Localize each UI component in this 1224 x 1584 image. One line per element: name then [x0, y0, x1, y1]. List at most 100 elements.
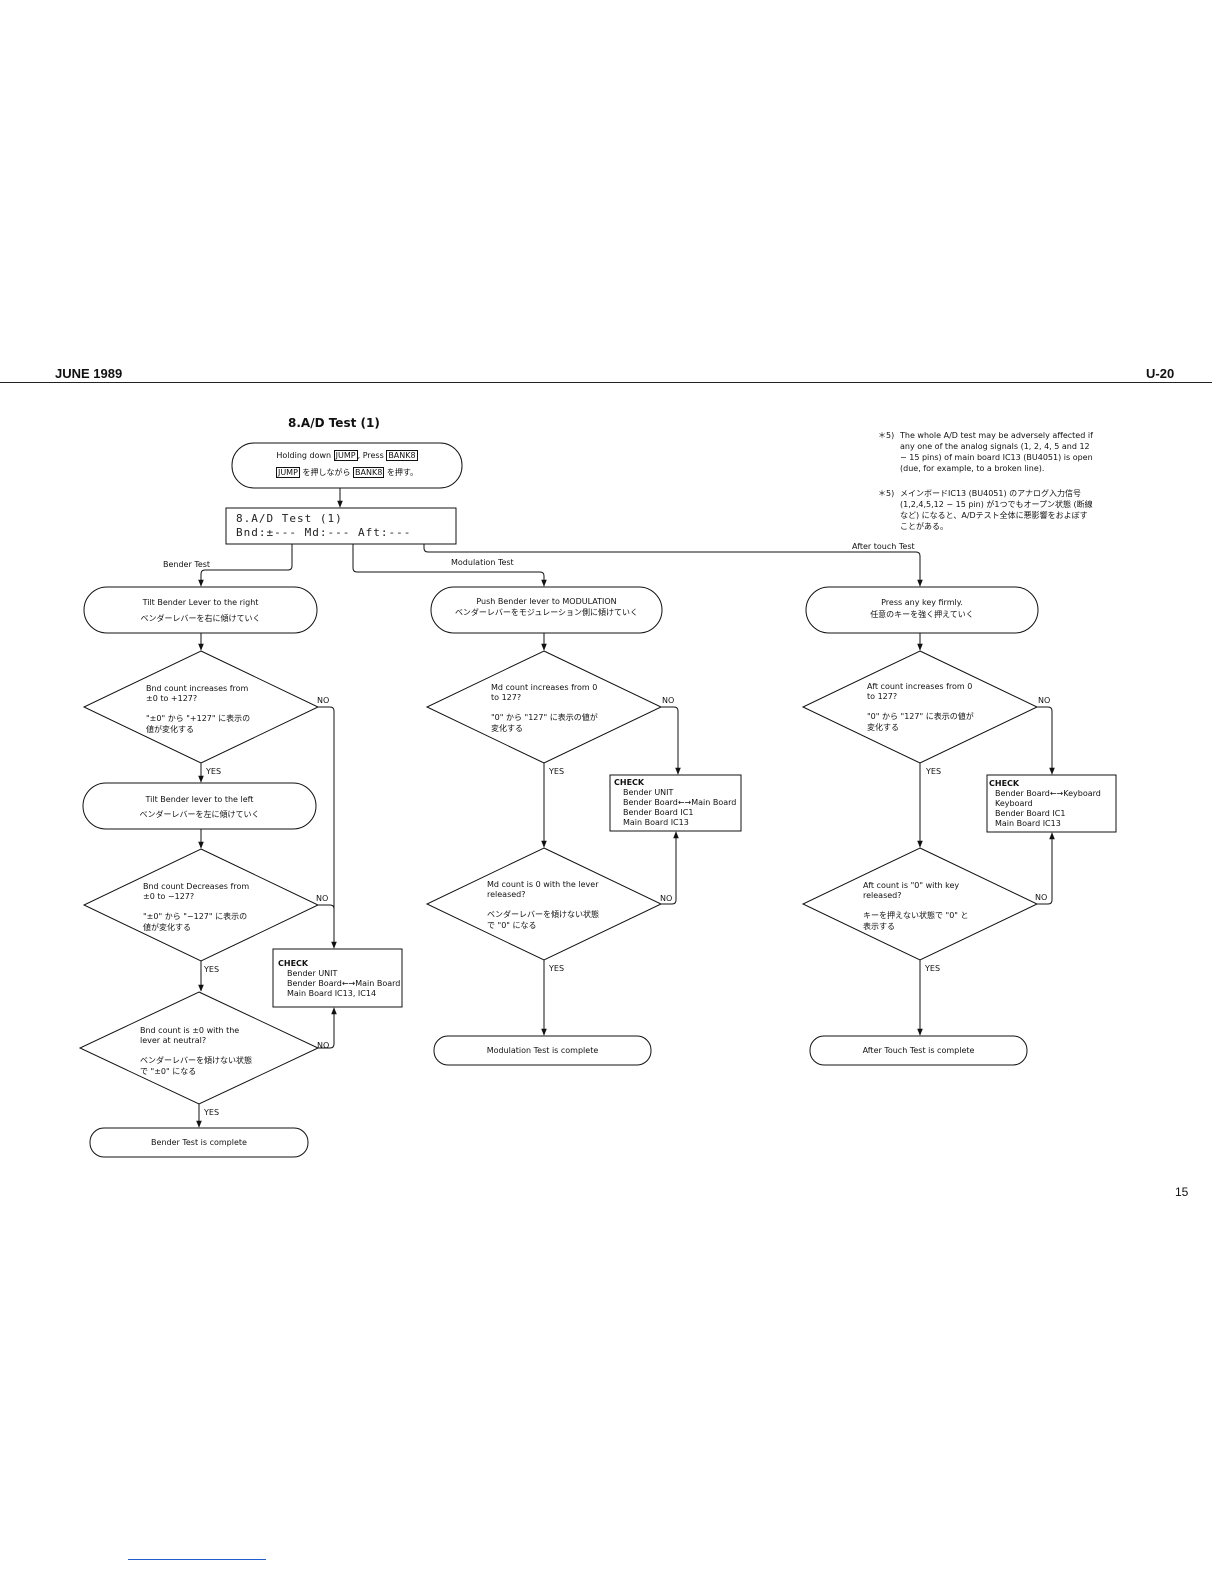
bender-tilt-right-ja: ベンダーレバーを右に傾けていく — [140, 614, 261, 623]
mod-yes-2: YES — [549, 964, 565, 973]
bender-q1-en1: Bnd count increases from — [146, 684, 249, 693]
mod-check-item: Bender UNIT — [623, 788, 674, 797]
header-model: U-20 — [1146, 366, 1175, 381]
note-ja: ＊5)メインボードIC13 (BU4051) のアナログ入力信号 (1,2,4,… — [878, 489, 1093, 531]
aft-q2-diamond — [801, 847, 1039, 961]
aft-q2-ja1: キーを押えない状態で "0" と — [863, 911, 969, 920]
aft-press-en: Press any key firmly. — [881, 598, 963, 607]
mod-q2-ja2: で "0" になる — [487, 921, 537, 930]
bender-no-3: NO — [317, 1041, 330, 1050]
aft-no-1: NO — [1038, 696, 1051, 705]
aft-press-box — [805, 586, 1039, 634]
mod-check-item: Bender Board←→Main Board — [623, 798, 737, 807]
bender-no-q1-line — [318, 706, 337, 949]
aft-no-q1-line — [1037, 706, 1055, 775]
bender-tilt-right-en: Tilt Bender Lever to the right — [142, 598, 259, 607]
bender-end-text: Bender Test is complete — [151, 1138, 247, 1147]
mod-q1-en2: to 127? — [491, 693, 522, 702]
mod-q1-ja2: 変化する — [491, 724, 523, 733]
branch-bender-label: Bender Test — [163, 560, 211, 569]
start-box — [231, 442, 463, 489]
section-title: 8.A/D Test (1) — [288, 416, 380, 430]
start-line-ja: JUMP を押しながら BANK8 を押す。 — [275, 467, 419, 478]
mod-push-en: Push Bender lever to MODULATION — [476, 597, 617, 606]
bender-check-title: CHECK — [278, 959, 309, 968]
bender-q1-diamond — [82, 650, 320, 764]
bender-check: CHECK Bender UNIT Bender Board←→Main Boa… — [278, 959, 400, 999]
aft-yes-1: YES — [926, 767, 942, 776]
bender-no-2: NO — [316, 894, 329, 903]
bender-q1-ja1: "±0" から "+127" に表示の — [146, 714, 251, 723]
mod-end-text: Modulation Test is complete — [486, 1046, 599, 1055]
mod-push-box — [430, 586, 663, 634]
aft-check-item: Bender Board IC1 — [995, 809, 1066, 818]
bender-q2-ja1: "±0" から "−127" に表示の — [143, 912, 248, 921]
bender-q2-ja2: 値が変化する — [143, 923, 191, 932]
bender-q3-diamond — [78, 991, 320, 1105]
mod-q2-en2: released? — [487, 890, 526, 899]
key-jump: JUMP — [333, 450, 358, 461]
aft-no-q2-line — [1037, 832, 1055, 905]
mod-no-1: NO — [662, 696, 675, 705]
aft-q1-ja2: 変化する — [867, 723, 899, 732]
aft-check: CHECK Bender Board←→Keyboard Keyboard Be… — [989, 779, 1101, 829]
mod-check-item: Main Board IC13 — [623, 818, 689, 827]
bender-q2-en2: ±0 to −127? — [143, 892, 195, 901]
mod-q2-diamond — [425, 847, 663, 961]
aft-check-item: Keyboard — [995, 799, 1033, 808]
bender-tilt-left-ja: ベンダーレバーを左に傾けていく — [139, 810, 260, 819]
mod-check-title: CHECK — [614, 778, 645, 787]
bender-q1-en2: ±0 to +127? — [146, 694, 198, 703]
bender-check-item: Bender UNIT — [287, 969, 338, 978]
aft-check-box — [986, 774, 1117, 833]
bender-no-q3-line — [318, 1007, 337, 1049]
aft-check-item: Main Board IC13 — [995, 819, 1061, 828]
bender-yes-1: YES — [206, 767, 222, 776]
mod-yes-1: YES — [549, 767, 565, 776]
bender-end-box — [89, 1127, 309, 1158]
bender-q3-ja2: で "±0" になる — [140, 1067, 197, 1076]
branch-mod-line — [352, 544, 547, 587]
bender-check-box — [272, 948, 403, 1008]
aft-press-ja: 任意のキーを強く押えていく — [870, 610, 974, 619]
mod-q2-ja1: ベンダーレバーを傾けない状態 — [487, 910, 599, 919]
aft-end-text: After Touch Test is complete — [862, 1046, 975, 1055]
mod-check-box — [609, 774, 742, 832]
bender-q2-diamond — [82, 848, 320, 962]
bender-q2-en1: Bnd count Decreases from — [143, 882, 250, 891]
footer-rule — [128, 1559, 266, 1560]
bender-check-item: Main Board IC13, IC14 — [287, 989, 377, 998]
bender-tilt-left-box — [82, 782, 317, 830]
bender-yes-3: YES — [204, 1108, 220, 1117]
branch-bender-line — [198, 544, 293, 587]
branch-aft-label: After touch Test — [852, 542, 915, 551]
bender-q1-ja2: 値が変化する — [146, 725, 194, 734]
mod-q1-ja1: "0" から "127" に表示の値が — [491, 713, 598, 722]
bender-check-item: Bender Board←→Main Board — [287, 979, 401, 988]
mod-no-q1-line — [661, 706, 681, 775]
aft-yes-2: YES — [925, 964, 941, 973]
mod-q1-diamond — [425, 650, 663, 764]
bender-q3-en2: lever at neutral? — [140, 1036, 207, 1045]
bender-tilt-right-box — [83, 586, 318, 634]
bender-q3-ja1: ベンダーレバーを傾けない状態 — [140, 1056, 252, 1065]
aft-check-title: CHECK — [989, 779, 1020, 788]
note-en: ＊5)The whole A/D test may be adversely a… — [878, 431, 1093, 473]
lcd-box — [225, 507, 457, 545]
key-bank8: BANK8 — [386, 450, 418, 461]
lcd-line-1: 8.A/D Test (1) — [236, 512, 343, 525]
branch-mod-label: Modulation Test — [451, 558, 514, 567]
aft-q1-diamond — [801, 650, 1039, 764]
mod-end-box — [433, 1035, 652, 1066]
header-rule — [0, 382, 1212, 383]
branch-aft-line — [423, 544, 923, 587]
aft-q1-en1: Aft count increases from 0 — [867, 682, 973, 691]
bender-no-1: NO — [317, 696, 330, 705]
bender-yes-2: YES — [204, 965, 220, 974]
aft-no-2: NO — [1035, 893, 1048, 902]
mod-q2-en1: Md count is 0 with the lever — [487, 880, 599, 889]
mod-q1-en1: Md count increases from 0 — [491, 683, 598, 692]
bender-q3-en1: Bnd count is ±0 with the — [140, 1026, 240, 1035]
mod-no-2: NO — [660, 894, 673, 903]
